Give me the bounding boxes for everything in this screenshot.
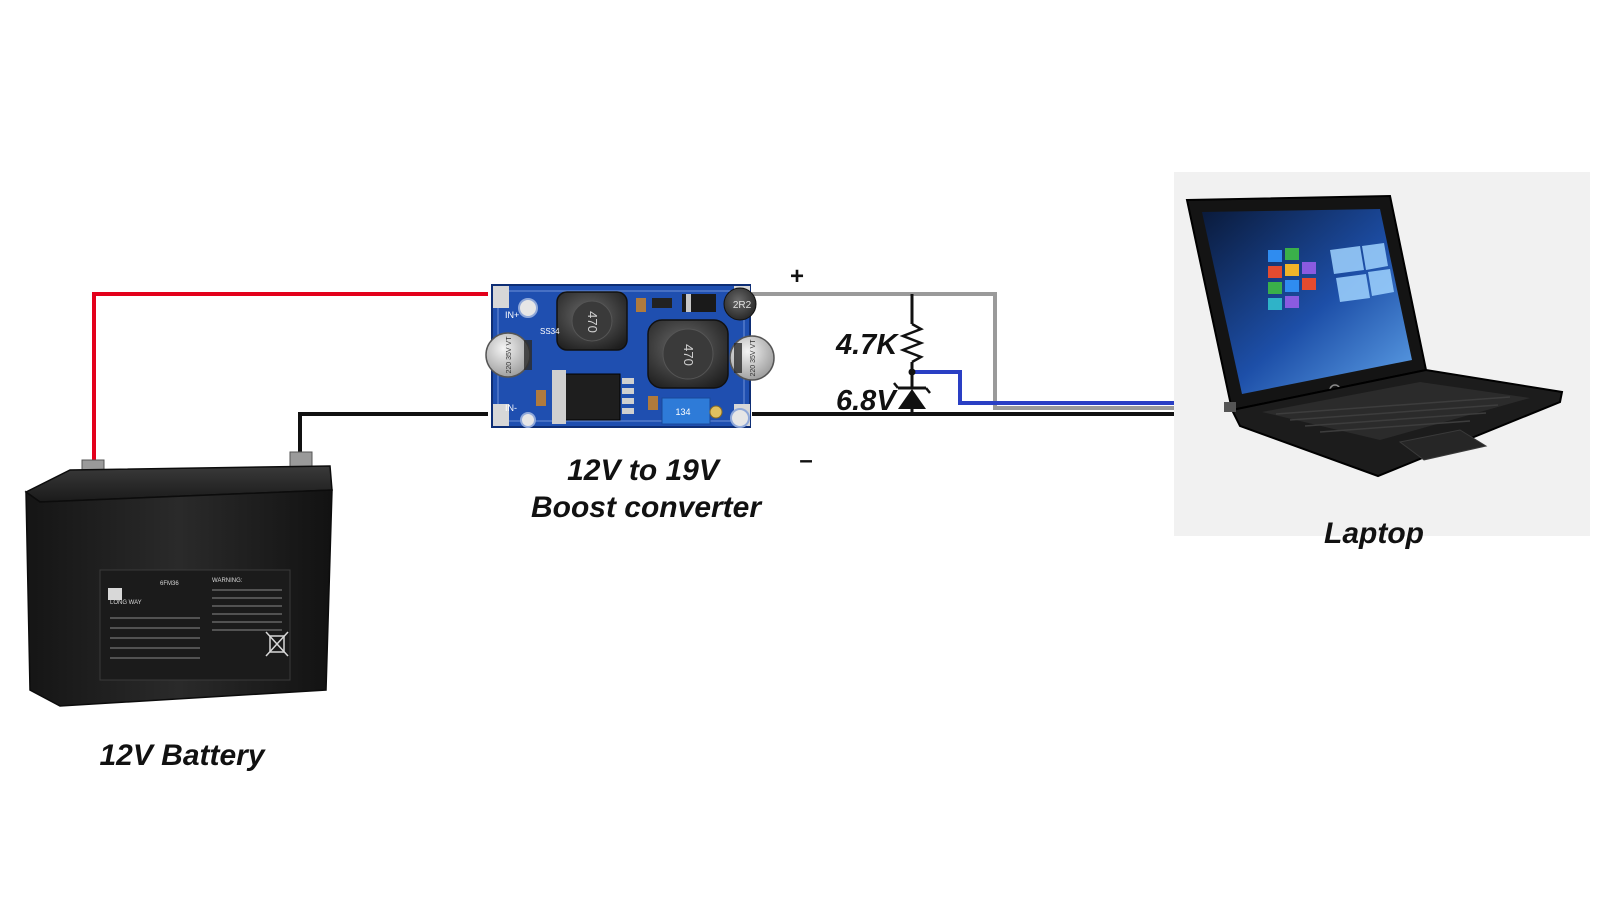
windows-logo-icon <box>1330 243 1394 302</box>
laptop-dc-port <box>1224 402 1236 412</box>
mount-hole <box>520 412 536 428</box>
battery-brand: LONG WAY <box>110 600 142 606</box>
pad-in-plus <box>493 286 509 308</box>
recycle-bin-icon <box>265 631 289 657</box>
resistor-symbol <box>899 322 925 364</box>
battery-logo-icon <box>108 588 122 600</box>
battery-warning: WARNING: <box>212 578 243 584</box>
mount-hole <box>518 298 538 318</box>
battery: LONG WAY 6FM36 WARNING: <box>24 451 333 707</box>
start-menu-tiles <box>1268 248 1316 310</box>
potentiometer-screw <box>709 405 723 419</box>
zener-diode-triangle <box>898 389 926 409</box>
zener-bar-tail <box>893 382 899 389</box>
ic-pin <box>622 398 634 404</box>
output-positive-wire <box>752 292 1225 410</box>
inductor-small-core <box>571 300 613 342</box>
zener-label: 6.8V <box>836 385 898 417</box>
capacitor-left-stripe <box>524 340 532 370</box>
battery-label: 12V Battery <box>99 739 265 772</box>
ic-pin <box>622 388 634 394</box>
plus-sign: + <box>790 263 804 290</box>
board-label-inductor-tag: 2R2 <box>733 300 752 311</box>
feedback-wire <box>912 370 1225 405</box>
resistor-zener-network <box>893 294 931 416</box>
board-label-cap-right: 220 35V VT <box>750 339 757 377</box>
laptop-keyboard <box>1262 382 1530 440</box>
board-label-inductor-large: 470 <box>681 344 696 366</box>
negative-input-wire <box>298 412 488 452</box>
zener-bar-tail-right <box>925 387 931 394</box>
smd-cap <box>536 390 546 406</box>
positive-wire <box>92 292 488 467</box>
ic-pin <box>622 408 634 414</box>
battery-label-panel <box>99 569 291 681</box>
laptop <box>1174 172 1590 536</box>
regulator-ic <box>555 373 621 421</box>
board-label-out-minus: OUT- <box>752 404 774 414</box>
smd-cap <box>648 396 658 410</box>
board-label-pot: 134 <box>675 407 690 417</box>
wires <box>92 292 1225 467</box>
potentiometer <box>661 397 711 425</box>
smd-resistor <box>652 298 672 308</box>
board-label-diode: SS34 <box>540 327 560 336</box>
laptop-label: Laptop <box>1324 517 1424 550</box>
ic-pin <box>622 378 634 384</box>
capacitor-right-stripe <box>734 343 742 373</box>
battery-fine-print <box>110 589 282 659</box>
battery-model: 6FM36 <box>160 581 179 587</box>
diode-band <box>686 294 691 312</box>
mount-hole <box>730 408 750 428</box>
converter-label-line2: Boost converter <box>531 491 763 524</box>
minus-sign: – <box>799 447 812 474</box>
inductor-large-core <box>662 328 714 380</box>
keyboard-rows <box>1275 396 1511 433</box>
board-label-in-minus: IN- <box>505 403 517 413</box>
pad-in-minus <box>493 404 509 426</box>
regulator-tab <box>552 370 566 424</box>
resistor-label: 4.7K <box>835 329 899 361</box>
junction-dot <box>908 368 916 376</box>
boost-converter-board: IN+ IN- OUT- 470 470 2R2 134 SS34 220 35… <box>485 284 775 428</box>
smd-cap <box>636 298 646 312</box>
laptop-touchpad <box>1398 429 1488 461</box>
board-label-in-plus: IN+ <box>505 310 519 320</box>
converter-label-line1: 12V to 19V <box>567 454 722 487</box>
board-label-inductor-small: 470 <box>585 311 600 333</box>
board-label-cap-left: 220 35V VT <box>506 336 513 374</box>
inductor-2r2 <box>723 287 757 321</box>
